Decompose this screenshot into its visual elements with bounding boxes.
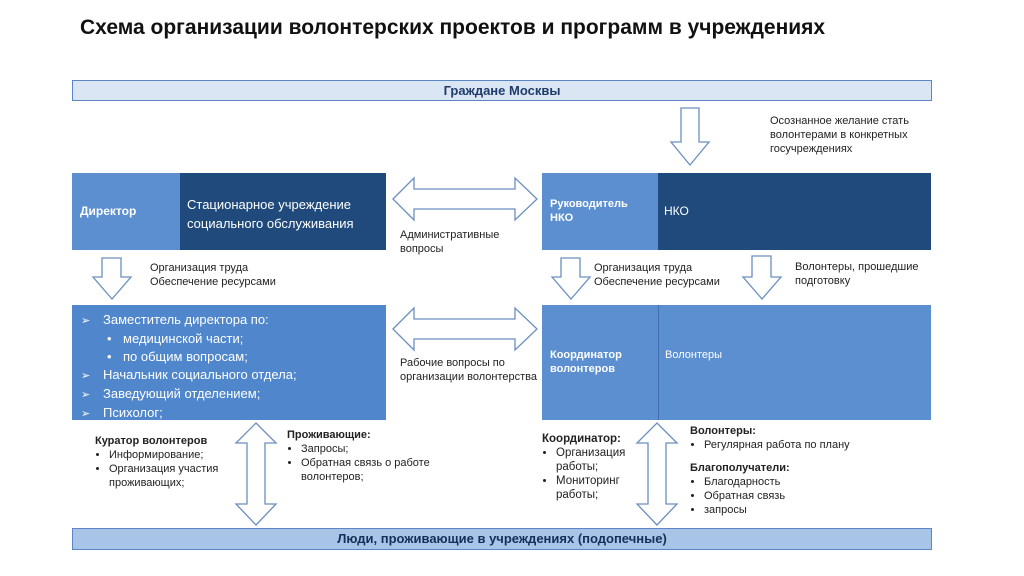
- curator-notes: Куратор волонтеров Информирование; Орган…: [95, 434, 235, 490]
- deputy-list-item: •медицинской части;: [107, 331, 244, 346]
- volunteer-notes: Волонтеры: Регулярная работа по плану: [690, 424, 920, 452]
- deputy-list-item: ➢Заведующий отделением;: [81, 385, 386, 404]
- arrow-bullet-icon: ➢: [81, 370, 91, 382]
- work-issues-text: Рабочие вопросы по организации волонтерс…: [400, 357, 538, 383]
- down-arrow-icon: [550, 257, 592, 300]
- double-arrow-icon: [392, 306, 538, 352]
- work-org-right-text: Организация труда Обеспечение ресурсами: [594, 262, 720, 288]
- deputy-box: ➢Заместитель директора по:•медицинской ч…: [72, 305, 386, 420]
- coordinator-box: Координатор волонтеров: [542, 305, 658, 420]
- deputy-list-item: •по общим вопросам;: [107, 349, 248, 364]
- bullet-icon: •: [107, 349, 112, 364]
- arrow-bullet-icon: ➢: [81, 408, 91, 420]
- down-arrow-icon: [91, 257, 133, 300]
- work-org-left-text: Организация труда Обеспечение ресурсами: [150, 262, 276, 288]
- admin-issues-text: Административные вопросы: [400, 229, 500, 255]
- deputy-list-item: ➢Психолог;: [81, 404, 386, 423]
- coordinator-notes: Координатор: Организация работы; Монитор…: [542, 432, 637, 502]
- arrow-bullet-icon: ➢: [81, 315, 91, 327]
- bottom-bar-residents: Люди, проживающие в учреждениях (подопеч…: [72, 528, 932, 550]
- residents-notes: Проживающие: Запросы; Обратная связь о р…: [287, 428, 437, 484]
- top-bar-citizens: Граждане Москвы: [72, 80, 932, 101]
- down-arrow-icon: [669, 107, 711, 167]
- volunteers-box: Волонтеры: [658, 305, 931, 420]
- nko-box: НКО: [658, 173, 931, 250]
- motivation-text: Осознанное желание стать волонтерами в к…: [770, 115, 909, 155]
- deputy-list-item: ➢Начальник социального отдела;: [81, 366, 386, 385]
- double-arrow-icon: [392, 176, 538, 222]
- nko-head-box: Руководитель НКО: [542, 173, 658, 250]
- deputy-list-item: ➢Заместитель директора по:: [81, 311, 386, 330]
- page-title: Схема организации волонтерских проектов …: [80, 16, 826, 39]
- vertical-double-arrow-icon: [635, 422, 679, 526]
- bottom-bar-label: Люди, проживающие в учреждениях (подопеч…: [337, 531, 667, 546]
- beneficiaries-notes: Благополучатели: Благодарность Обратная …: [690, 461, 890, 517]
- top-bar-label: Граждане Москвы: [443, 83, 561, 98]
- arrow-bullet-icon: ➢: [81, 389, 91, 401]
- vertical-double-arrow-icon: [234, 422, 278, 526]
- deputy-list: ➢Заместитель директора по:•медицинской ч…: [81, 311, 386, 423]
- bullet-icon: •: [107, 331, 112, 346]
- director-box: Директор: [72, 173, 180, 250]
- down-arrow-icon: [741, 255, 783, 300]
- institution-box: Стационарное учреждение социального обсл…: [180, 173, 386, 250]
- trained-volunteers-text: Волонтеры, прошедшие подготовку: [795, 261, 919, 287]
